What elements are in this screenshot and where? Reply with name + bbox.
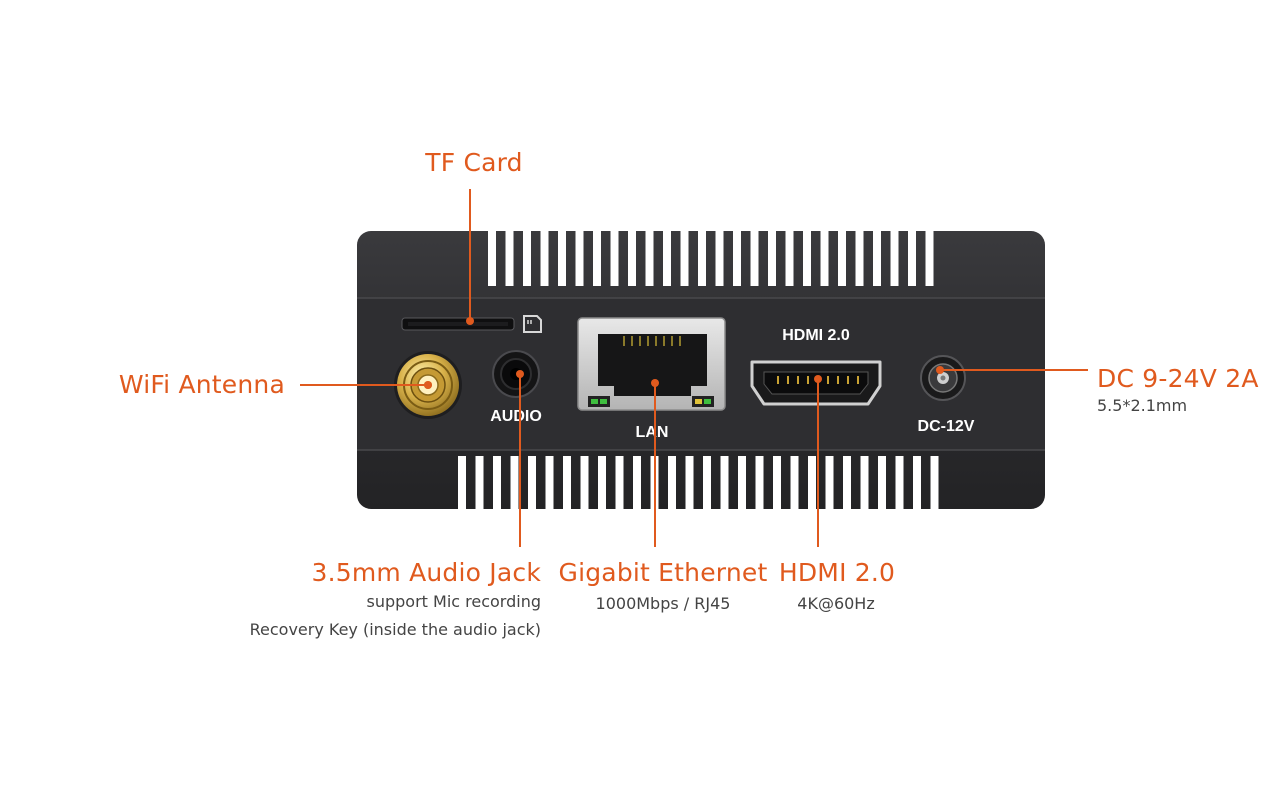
heatsink-slot <box>878 456 886 509</box>
heatsink-slot <box>698 231 706 286</box>
heatsink-slot <box>633 456 641 509</box>
hdmi-title: HDMI 2.0 <box>778 558 896 587</box>
heatsink-slot <box>558 231 566 286</box>
heatsink-slot <box>820 231 829 286</box>
audio-jack-subtitle-1: support Mic recording <box>366 592 542 611</box>
heatsink-slot <box>593 231 601 286</box>
heatsink-slot <box>908 231 916 286</box>
heatsink-slot <box>668 456 676 509</box>
heatsink-slot <box>838 231 846 286</box>
heatsink-slot <box>628 231 636 286</box>
tf-card-title: TF Card <box>425 148 523 177</box>
callout-dots <box>424 317 944 389</box>
heatsink-slot <box>843 456 851 509</box>
heatsink-slot <box>505 231 514 286</box>
heatsink-slot <box>458 456 466 509</box>
heatsink-slot <box>733 231 741 286</box>
heatsink-slot <box>825 456 834 509</box>
heatsink-slot <box>913 456 921 509</box>
ethernet-subtitle: 1000Mbps / RJ45 <box>595 594 731 613</box>
heatsink-slot <box>895 456 904 509</box>
heatsink-slot <box>930 456 939 509</box>
hdmi-port-label: HDMI 2.0 <box>782 327 850 344</box>
heatsink-slot <box>773 456 781 509</box>
heatsink-slot <box>493 456 501 509</box>
callout-leader-lines <box>300 189 1088 547</box>
hdmi-port <box>750 360 882 406</box>
heatsink-slot <box>563 456 571 509</box>
dc-subtitle: 5.5*2.1mm <box>1097 396 1188 415</box>
tf-card-slot <box>401 317 515 331</box>
heatsink-slot <box>580 456 589 509</box>
heatsink-slot <box>680 231 689 286</box>
dc-port-label: DC-12V <box>918 418 975 435</box>
heatsink-slot <box>528 456 536 509</box>
heatsink-slot <box>488 231 496 286</box>
heatsink-slot <box>475 456 484 509</box>
heatsink-slot <box>615 456 624 509</box>
heatsink-slot <box>855 231 864 286</box>
heatsink-slot <box>808 456 816 509</box>
heatsink-slot <box>715 231 724 286</box>
heatsink-slot <box>540 231 549 286</box>
heatsink-slot <box>890 231 899 286</box>
dc-jack <box>920 355 966 401</box>
heatsink-slot <box>768 231 776 286</box>
audio-jack-title: 3.5mm Audio Jack <box>311 558 541 587</box>
heatsink-slot <box>545 456 554 509</box>
heatsink-slot <box>738 456 746 509</box>
heatsink-slot <box>510 456 519 509</box>
heatsink-slot <box>803 231 811 286</box>
audio-jack-subtitle-2: Recovery Key (inside the audio jack) <box>249 620 541 639</box>
wifi-antenna-title: WiFi Antenna <box>118 370 285 399</box>
heatsink-slot <box>785 231 794 286</box>
heatsink-slot <box>720 456 729 509</box>
sd-card-icon <box>523 315 542 333</box>
heatsink-slot <box>755 456 764 509</box>
ethernet-title: Gigabit Ethernet <box>558 558 768 587</box>
dc-title: DC 9-24V 2A <box>1097 364 1259 393</box>
heatsink-slot <box>703 456 711 509</box>
heatsink-slot <box>598 456 606 509</box>
heatsink-slot <box>685 456 694 509</box>
heatsink-slot <box>750 231 759 286</box>
audio-port-label: AUDIO <box>490 408 542 425</box>
lan-port <box>577 317 726 411</box>
heatsink-slot <box>873 231 881 286</box>
heatsink-slot <box>790 456 799 509</box>
hdmi-subtitle: 4K@60Hz <box>797 594 875 613</box>
heatsink-slot <box>523 231 531 286</box>
heatsink-slot <box>860 456 869 509</box>
heatsink-slot <box>575 231 584 286</box>
heatsink-slot <box>663 231 671 286</box>
heatsink-slot <box>645 231 654 286</box>
heatsink-slot <box>925 231 934 286</box>
lan-port-label: LAN <box>636 424 669 441</box>
heatsink-slot <box>610 231 619 286</box>
heatsink-fins <box>458 231 939 509</box>
